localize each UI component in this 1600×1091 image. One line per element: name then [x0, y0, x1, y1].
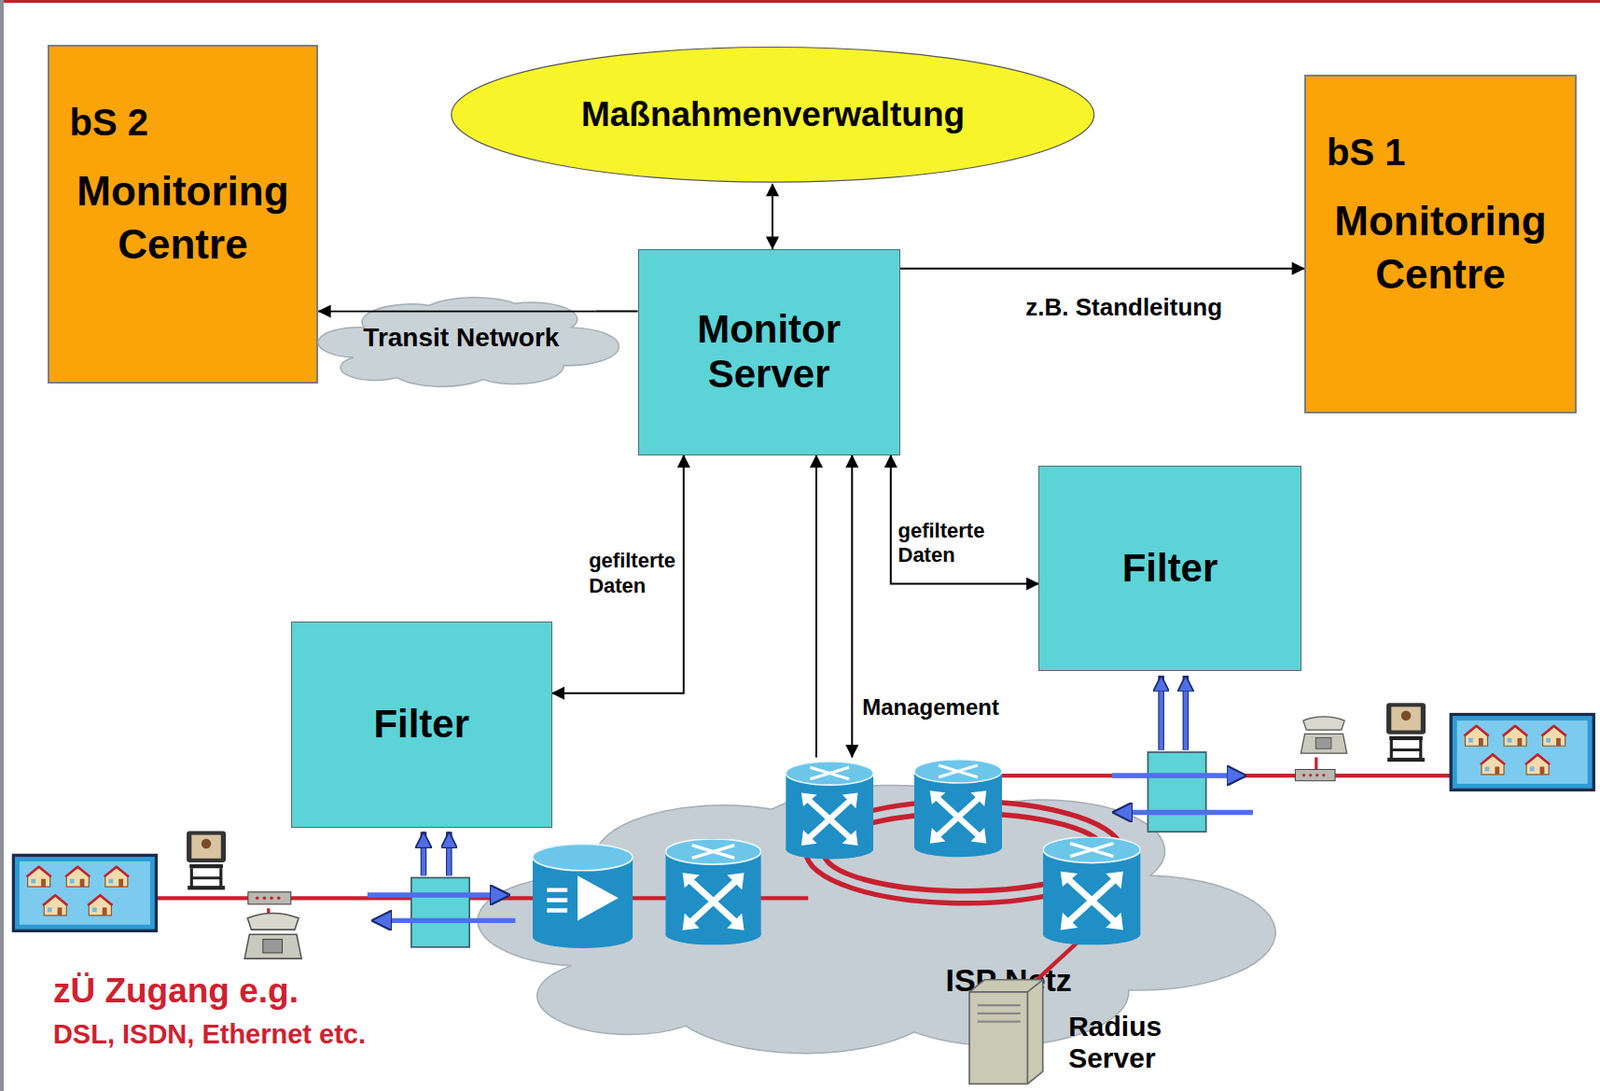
- edge-label: z.B. Standleitung: [1025, 292, 1223, 322]
- connector: [890, 455, 1040, 585]
- connector: [771, 183, 774, 250]
- left-rule: [0, 0, 4, 1091]
- tap-right: [1158, 678, 1163, 751]
- server-label: Radius Server: [1068, 1010, 1162, 1075]
- house-block: [1457, 720, 1588, 784]
- site-code: bS 1: [1313, 130, 1568, 174]
- access-note: zÜ Zugang e.g.: [53, 971, 299, 1012]
- connector: [552, 455, 684, 694]
- edge-label: gefilterte Daten: [898, 518, 986, 569]
- routers: [785, 761, 874, 859]
- tap-right: [1147, 751, 1206, 832]
- house-block: [104, 866, 129, 888]
- tap-right: [1182, 675, 1190, 751]
- monitor-server-box: Monitor Server: [638, 249, 901, 456]
- node-text: Transit Network: [362, 322, 559, 353]
- edge-label: gefilterte Daten: [588, 548, 676, 599]
- radius-server-icon: [969, 979, 1044, 1085]
- tap-left: [367, 831, 516, 947]
- terminal-devices: [186, 702, 1426, 959]
- house-block: [13, 713, 1594, 931]
- house-block: [1480, 753, 1505, 775]
- backbone-ring: [823, 813, 1106, 891]
- house-block: [13, 854, 156, 931]
- house-block: [19, 861, 151, 925]
- node-text: Monitoring Centre: [56, 164, 310, 271]
- tap-left: [420, 831, 428, 876]
- tap-left: [375, 918, 516, 923]
- top-rule: [0, 0, 1600, 3]
- tap-left: [421, 834, 426, 877]
- tap-left: [367, 891, 507, 897]
- radius-server-icon: [969, 979, 1044, 1085]
- access-types: DSL, ISDN, Ethernet etc.: [53, 1018, 366, 1050]
- terminal-devices: [1386, 702, 1426, 762]
- connector: [596, 310, 639, 313]
- transit-cloud: Transit Network: [326, 287, 597, 388]
- access-router: [532, 925, 633, 948]
- terminal-devices: [186, 830, 226, 890]
- filter-box: Filter: [1038, 465, 1301, 671]
- radius-server-icon: [969, 979, 1044, 1085]
- edge-label: Management: [862, 694, 1000, 722]
- house-block: [1525, 753, 1550, 775]
- site-code: bS 2: [56, 100, 310, 144]
- monitoring-centre-box: bS 1 Monitoring Centre: [1304, 74, 1577, 414]
- access-lines: [155, 895, 808, 900]
- house-block: [1450, 713, 1594, 790]
- tap-right: [1112, 675, 1253, 832]
- house-block: [26, 866, 51, 888]
- access-lines: [155, 756, 1453, 995]
- tap-right: [1112, 772, 1243, 778]
- access-lines: [1314, 756, 1318, 771]
- access-router: [532, 843, 633, 870]
- terminal-devices: [1300, 716, 1347, 753]
- routers: [665, 759, 1141, 946]
- tap-right: [1115, 809, 1253, 815]
- routers: [1043, 836, 1141, 946]
- radius-server-icon: [977, 1004, 1021, 1021]
- house-block: [87, 894, 112, 916]
- connector: [318, 310, 327, 313]
- connector: [900, 267, 1305, 270]
- node-text: ISP Netz: [945, 961, 1072, 999]
- access-router: [546, 890, 568, 911]
- monitoring-centre-box: bS 2 Monitoring Centre: [47, 44, 320, 384]
- routers: [665, 838, 761, 946]
- tap-right: [1157, 675, 1165, 751]
- node-text: Filter: [373, 701, 470, 747]
- tap-left: [411, 876, 470, 947]
- ellipse-shape: [451, 47, 1095, 183]
- access-router: [532, 857, 633, 937]
- tap-left: [446, 834, 451, 877]
- access-lines: [994, 773, 1453, 778]
- terminal-devices: [244, 913, 302, 960]
- terminal-devices: [1294, 768, 1336, 780]
- access-lines: [266, 907, 270, 919]
- tap-right: [1183, 678, 1188, 751]
- terminal-devices: [248, 891, 292, 905]
- connector: [850, 455, 853, 758]
- routers: [914, 759, 1002, 857]
- connector: [815, 455, 818, 758]
- filter-box: Filter: [291, 621, 553, 828]
- tap-left: [445, 831, 453, 876]
- house-block: [1502, 725, 1528, 747]
- node-text: Monitor Server: [667, 306, 871, 398]
- house-block: [1541, 725, 1566, 747]
- node-text: Filter: [1122, 545, 1219, 591]
- house-block: [65, 866, 90, 888]
- node-text: Maßnahmenverwaltung: [581, 95, 965, 135]
- house-block: [1463, 725, 1489, 747]
- node-text: Monitoring Centre: [1313, 194, 1568, 301]
- house-block: [42, 894, 68, 916]
- measure-admin-ellipse: Maßnahmenverwaltung: [448, 45, 1098, 184]
- access-router: [532, 843, 633, 948]
- backbone-ring: [806, 800, 1123, 903]
- transit-line: [324, 310, 597, 313]
- cloud-shape: [318, 297, 619, 387]
- access-lines: [1020, 933, 1087, 996]
- access-router: [577, 875, 619, 920]
- backbone-ring: [806, 800, 1123, 903]
